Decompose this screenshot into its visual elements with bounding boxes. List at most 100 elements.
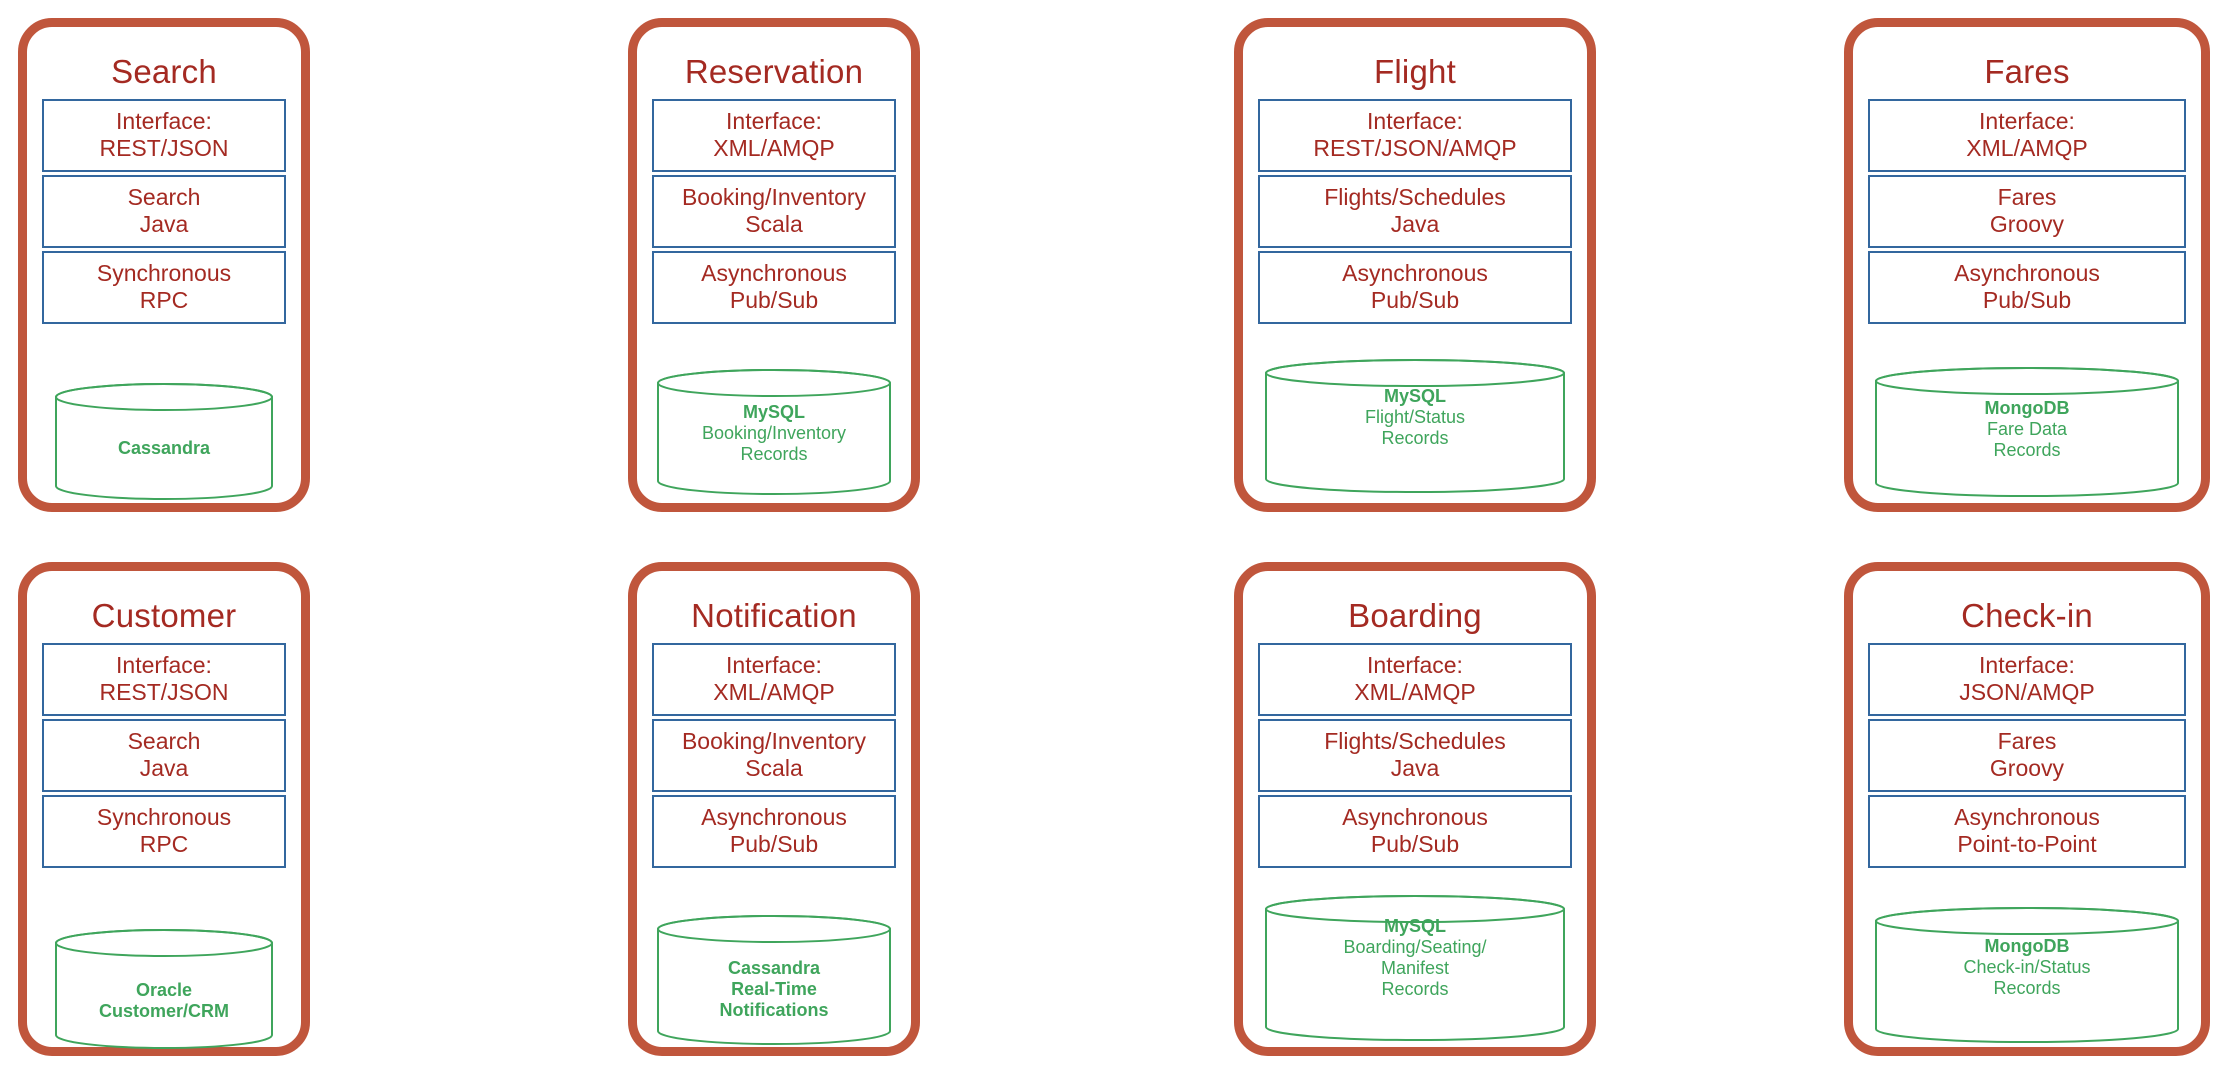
database-name: MongoDB (1984, 936, 2070, 956)
spec-line-1: Interface: (1979, 108, 2075, 134)
spec-line-1: Synchronous (96, 804, 232, 830)
spec-line-1: Interface: (116, 108, 212, 134)
spec-line-2: Pub/Sub (729, 831, 819, 857)
spec-box-reservation-1[interactable]: Interface:XML/AMQP (652, 99, 896, 172)
database-desc-line-1: Flight/Status (1364, 407, 1466, 427)
spec-line-1: Fares (1997, 728, 2057, 754)
database-name: Oracle (135, 980, 193, 1000)
spec-line-1: Asynchronous (701, 260, 847, 286)
spec-line-2: Pub/Sub (729, 287, 819, 313)
spec-line-2: Pub/Sub (1370, 287, 1460, 313)
spec-line-2: RPC (139, 831, 189, 857)
database-desc-line-2: Records (1993, 978, 2061, 998)
database-desc-line-2: Manifest (1380, 958, 1450, 978)
database-desc-line-1: Check-in/Status (1963, 957, 2091, 977)
cylinder-shape (657, 916, 891, 1044)
cylinder-shape (1265, 896, 1565, 1040)
cylinder-shape (1265, 360, 1565, 492)
spec-line-2: Java (1390, 211, 1440, 237)
spec-box-fares-1[interactable]: Interface:XML/AMQP (1868, 99, 2186, 172)
cylinder-shape (657, 370, 891, 494)
spec-box-search-1[interactable]: Interface:REST/JSON (42, 99, 286, 172)
service-title-check-in: Check-in (1961, 597, 2093, 634)
spec-line-2: Java (139, 211, 189, 237)
spec-line-1: Asynchronous (1342, 804, 1488, 830)
spec-line-1: Booking/Inventory (681, 728, 867, 754)
spec-box-boarding-1[interactable]: Interface:XML/AMQP (1258, 643, 1572, 716)
database-desc-line-2: Records (1993, 440, 2061, 460)
spec-line-2: Groovy (1989, 211, 2065, 237)
spec-line-1: Interface: (1367, 652, 1463, 678)
spec-line-1: Synchronous (96, 260, 232, 286)
service-title-fares: Fares (1984, 53, 2070, 90)
database-name: Cassandra (727, 958, 821, 978)
spec-line-2: Groovy (1989, 755, 2065, 781)
spec-box-flight-1[interactable]: Interface:REST/JSON/AMQP (1258, 99, 1572, 172)
database-desc-line-3: Records (1381, 979, 1449, 999)
service-title-customer: Customer (91, 597, 237, 634)
spec-line-1: Interface: (1367, 108, 1463, 134)
spec-line-1: Asynchronous (701, 804, 847, 830)
spec-line-2: REST/JSON (99, 135, 229, 161)
spec-box-notification-1[interactable]: Interface:XML/AMQP (652, 643, 896, 716)
spec-box-customer-1[interactable]: Interface:REST/JSON (42, 643, 286, 716)
spec-line-1: Search (127, 728, 201, 754)
spec-line-2: XML/AMQP (713, 135, 835, 161)
database-label-search: Cassandra (55, 438, 273, 459)
spec-line-1: Asynchronous (1342, 260, 1488, 286)
spec-line-2: Scala (745, 211, 803, 237)
database-desc-line-1: Customer/CRM (98, 1001, 229, 1021)
spec-box-check-in-1[interactable]: Interface:JSON/AMQP (1868, 643, 2186, 716)
spec-line-1: Search (127, 184, 201, 210)
spec-line-1: Interface: (116, 652, 212, 678)
cylinder-shape (55, 384, 273, 499)
cylinder-shape (1875, 908, 2179, 1042)
spec-line-1: Flights/Schedules (1324, 184, 1506, 210)
service-title-boarding: Boarding (1348, 597, 1482, 634)
spec-line-2: XML/AMQP (1354, 679, 1476, 705)
spec-line-1: Interface: (726, 108, 822, 134)
spec-line-2: REST/JSON/AMQP (1313, 135, 1517, 161)
cylinder-shape (55, 930, 273, 1048)
